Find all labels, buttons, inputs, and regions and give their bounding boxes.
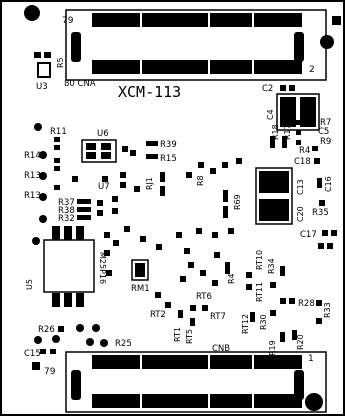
r25-label: R25	[115, 339, 132, 349]
c13-c20-outline	[255, 167, 293, 225]
c4-label: C4	[266, 109, 275, 120]
cnb-pin-1: 1	[308, 354, 314, 364]
board-title: XCM-113	[118, 83, 181, 101]
rm1-body	[131, 259, 149, 281]
u6-body	[81, 139, 117, 163]
u5-chip	[43, 226, 95, 307]
r32-label: R32	[58, 214, 75, 224]
r35-label: R35	[312, 208, 329, 218]
c18-label: C18	[294, 157, 311, 167]
u5-chip-text: M25P16	[98, 252, 107, 284]
cna-name: 80 CNA	[64, 79, 96, 89]
r69-label: R69	[233, 194, 242, 210]
rt1-label: RT1	[173, 327, 182, 342]
r4b-label: R4	[227, 273, 236, 284]
r19-label: R19	[268, 340, 277, 356]
r39-label: R39	[160, 140, 177, 150]
r17-label: R17	[283, 124, 292, 140]
mounting-hole-bottom-right	[305, 393, 323, 411]
mounting-hole-right	[320, 35, 334, 49]
r4-label: R4	[299, 146, 310, 156]
r14-label: R14	[24, 151, 41, 161]
r20-label: R20	[296, 334, 305, 350]
r5-label: R5	[56, 57, 65, 68]
cna-pin-2: 2	[309, 65, 315, 75]
r9-label: R9	[320, 137, 331, 147]
r26-label: R26	[38, 325, 55, 335]
c2-label: C2	[262, 84, 273, 94]
mounting-hole-top-left	[24, 5, 40, 21]
c13-label: C13	[296, 179, 305, 195]
cnb-pin-79: 79	[44, 367, 56, 377]
connector-cna	[65, 9, 327, 81]
cna-pin-1: 1	[297, 14, 303, 24]
c20-label: C20	[296, 206, 305, 222]
r33-label: R33	[323, 302, 332, 318]
u7-label: U7	[98, 182, 110, 192]
u6-label: U6	[97, 129, 109, 139]
rt2-label: RT2	[150, 310, 166, 320]
r13b-label: R13	[24, 191, 41, 201]
u3-body	[37, 62, 51, 78]
rt6-label: RT6	[196, 292, 212, 302]
rm1-label: RM1	[131, 284, 150, 294]
r11-label: R11	[50, 127, 67, 137]
r38-label: R38	[58, 206, 75, 216]
r7-label: R7	[320, 118, 331, 128]
r15-label: R15	[160, 154, 177, 164]
r34-label: R34	[267, 258, 276, 274]
c17-label: C17	[300, 230, 317, 240]
c15-label: C15	[24, 349, 41, 359]
u3-label: U3	[36, 82, 48, 92]
rt11-label: RT11	[255, 282, 264, 302]
c16-label: C16	[324, 176, 333, 192]
u5-label: U5	[25, 279, 34, 290]
r18-label: R18	[271, 124, 280, 140]
rt12-label: RT12	[241, 314, 250, 334]
r13a-label: R13	[24, 171, 41, 181]
c5-label: C5	[318, 127, 329, 137]
cnb-name: CNB	[212, 344, 230, 354]
r28-label: R28	[298, 299, 315, 309]
r30-label: R30	[259, 314, 268, 330]
rt7-label: RT7	[210, 312, 226, 322]
rt10-label: RT10	[255, 250, 264, 270]
rt5-label: RT5	[185, 329, 194, 344]
connector-cnb	[65, 351, 327, 413]
r8-label: R8	[196, 175, 205, 186]
cna-pin-79: 79	[62, 16, 74, 26]
r37-label: R37	[58, 198, 75, 208]
corner-pad-top-right	[332, 16, 341, 25]
rj1-label: RJ1	[145, 177, 154, 190]
